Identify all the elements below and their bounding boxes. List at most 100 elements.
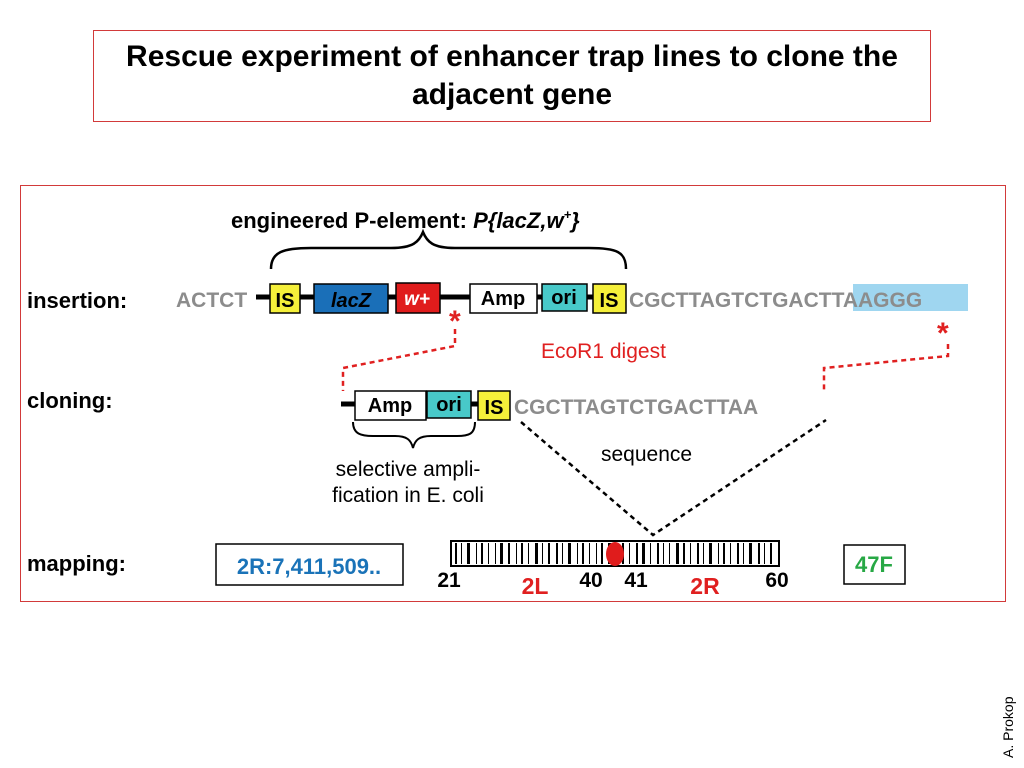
diagram-frame: engineered P-element: P{lacZ,w+} inserti… bbox=[20, 185, 1006, 602]
chromosome-band bbox=[467, 543, 470, 564]
chromosome-band bbox=[521, 543, 523, 564]
digest-path-right bbox=[822, 344, 950, 391]
enhancer-trap-diagram: engineered P-element: P{lacZ,w+} inserti… bbox=[27, 207, 968, 599]
chromosome-bands bbox=[455, 543, 772, 564]
chromosome-band bbox=[476, 543, 477, 564]
chromosome-band bbox=[589, 543, 590, 564]
chromosome-band bbox=[568, 543, 571, 564]
chromosome-band bbox=[650, 543, 651, 564]
tick-label-60: 60 bbox=[765, 569, 788, 592]
chromosome-band bbox=[669, 543, 670, 564]
construct-prefix: engineered P-element: bbox=[231, 208, 473, 233]
digest-asterisk-right: * bbox=[937, 317, 949, 350]
chromosome-band bbox=[455, 543, 457, 564]
chromosome-band bbox=[582, 543, 584, 564]
amp-block-insertion bbox=[469, 283, 538, 314]
chromosome-band bbox=[730, 543, 731, 564]
chromosome-band bbox=[528, 543, 529, 564]
chromosome-band bbox=[642, 543, 645, 564]
row-label-mapping: mapping: bbox=[27, 551, 126, 576]
title-box: Rescue experiment of enhancer trap lines… bbox=[93, 30, 931, 122]
backbone-mask bbox=[626, 283, 856, 311]
centromere-marker bbox=[606, 542, 624, 566]
chromosome-band bbox=[718, 543, 719, 564]
lacz-label: lacZ bbox=[331, 290, 372, 312]
chromosome-map bbox=[450, 540, 780, 567]
chromosome-band bbox=[723, 543, 725, 564]
tick-label-40: 40 bbox=[579, 569, 602, 592]
row-label-cloning: cloning: bbox=[27, 388, 113, 413]
selection-label-line1: selective ampli- bbox=[336, 458, 481, 481]
digest-path-left bbox=[341, 329, 457, 391]
chromosome-band bbox=[562, 543, 563, 564]
amp-label-insertion: Amp bbox=[481, 288, 525, 310]
arm-label-2r: 2R bbox=[690, 573, 720, 599]
is-left-label: IS bbox=[276, 290, 295, 312]
chromosome-band bbox=[764, 543, 765, 564]
chromosome-band bbox=[488, 543, 489, 564]
ecori-site-highlight bbox=[853, 284, 968, 311]
is-right-block bbox=[592, 283, 627, 314]
selection-label-line2: fication in E. coli bbox=[332, 484, 484, 507]
ecori-digest-label: EcoR1 digest bbox=[541, 340, 666, 363]
chromosome-band bbox=[737, 543, 739, 564]
digest-asterisk-left: * bbox=[449, 305, 461, 338]
chromosome-band bbox=[542, 543, 543, 564]
chromosome-band bbox=[758, 543, 760, 564]
cloned-sequence: CGCTTAGTCTGACTTAA bbox=[514, 396, 758, 419]
white-gene-label: w+ bbox=[404, 289, 430, 310]
chromosome-band bbox=[629, 543, 630, 564]
sequence-label: sequence bbox=[601, 443, 692, 466]
ori-block-insertion bbox=[541, 283, 588, 312]
chromosome-band bbox=[636, 543, 638, 564]
chromosome-band bbox=[743, 543, 744, 564]
p-element-brace bbox=[269, 228, 628, 270]
chromosome-band bbox=[535, 543, 538, 564]
chromosome-band bbox=[657, 543, 659, 564]
cytological-band-box bbox=[843, 544, 906, 585]
chromosome-band bbox=[770, 543, 772, 564]
white-gene-block bbox=[395, 282, 441, 314]
genomic-sequence-left: ACTCT bbox=[176, 289, 247, 312]
construct-name: P{lacZ,w bbox=[473, 208, 565, 233]
construct-superscript: + bbox=[564, 207, 572, 222]
chromosome-band bbox=[577, 543, 578, 564]
genomic-coordinate: 2R:7,411,509.. bbox=[237, 554, 381, 579]
construct-header: engineered P-element: P{lacZ,w+} bbox=[231, 207, 580, 233]
tick-label-41: 41 bbox=[624, 569, 648, 592]
chromosome-band bbox=[548, 543, 550, 564]
ecori-site-sequence: CTTAAG bbox=[804, 289, 890, 312]
sequence-right-b: GG bbox=[890, 289, 923, 312]
is-label-cloning: IS bbox=[485, 397, 504, 419]
chromosome-band bbox=[596, 543, 597, 564]
genomic-sequence-right: CGCTTAGTCTGACTTAAGGG bbox=[629, 289, 922, 312]
chromosome-band bbox=[461, 543, 462, 564]
row-label-insertion: insertion: bbox=[27, 288, 127, 313]
is-block-cloning bbox=[477, 390, 511, 421]
chromosome-band bbox=[500, 543, 503, 564]
coordinate-box bbox=[215, 543, 404, 586]
is-left-block bbox=[269, 283, 301, 314]
cytological-band: 47F bbox=[855, 552, 893, 577]
ori-label-insertion: ori bbox=[551, 287, 577, 309]
amp-label-cloning: Amp bbox=[368, 395, 412, 417]
sequence-connector bbox=[520, 418, 827, 537]
tick-label-21: 21 bbox=[437, 569, 461, 592]
chromosome-band bbox=[516, 543, 517, 564]
chromosome-band bbox=[709, 543, 712, 564]
chromosome-band bbox=[556, 543, 558, 564]
selection-brace bbox=[352, 421, 476, 449]
chromosome-band bbox=[508, 543, 510, 564]
ori-block-cloning bbox=[426, 390, 472, 419]
chromosome-band bbox=[676, 543, 679, 564]
is-right-label: IS bbox=[600, 290, 619, 312]
author-credit: A. Prokop bbox=[1000, 696, 1016, 758]
chromosome-band bbox=[601, 543, 603, 564]
sequence-right-a: CGCTTAGTCTGA bbox=[629, 289, 804, 312]
arm-label-2l: 2L bbox=[522, 573, 549, 599]
chromosome-band bbox=[703, 543, 704, 564]
ori-label-cloning: ori bbox=[436, 394, 462, 416]
chromosome-band bbox=[690, 543, 691, 564]
page-title: Rescue experiment of enhancer trap lines… bbox=[126, 40, 898, 111]
chromosome-band bbox=[683, 543, 685, 564]
